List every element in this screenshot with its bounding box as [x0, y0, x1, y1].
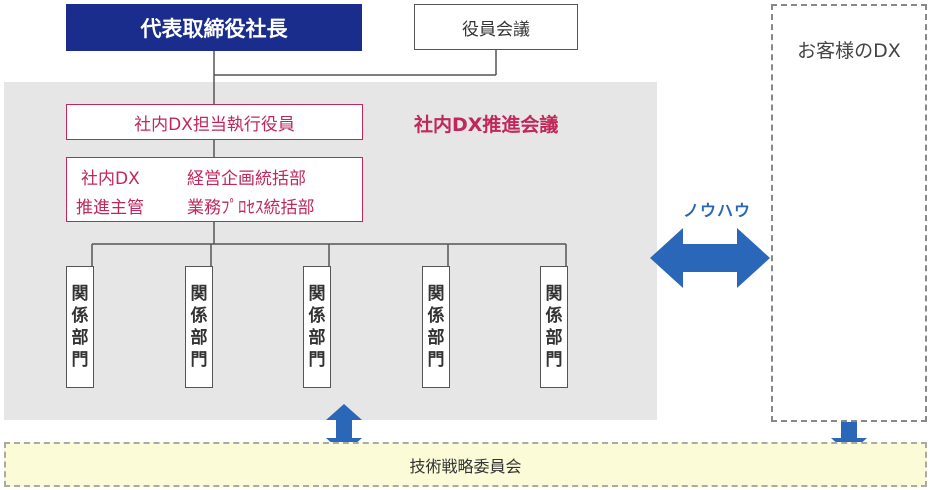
tech-strategy-committee-box: 技術戦略委員会: [4, 442, 927, 487]
dx-council-label: 社内DX推進会議: [414, 114, 559, 136]
department-box: 関係部門: [66, 266, 94, 388]
ceo-box: 代表取締役社長: [66, 4, 362, 51]
group-right-line2: 業務ﾌﾟﾛｾｽ統括部: [187, 198, 315, 218]
group-right-line1: 経営企画統括部: [187, 169, 306, 189]
dx-executive-officer-box: 社内DX担当執行役員: [66, 104, 363, 140]
group-left-line2: 推進主管: [76, 198, 144, 218]
department-box: 関係部門: [303, 266, 331, 388]
dx-promotion-group-box: 社内DX 推進主管 経営企画統括部 業務ﾌﾟﾛｾｽ統括部: [66, 157, 363, 222]
group-left-line1: 社内DX: [81, 169, 140, 189]
department-box: 関係部門: [540, 266, 568, 388]
department-box: 関係部門: [422, 266, 450, 388]
council-tech-arrow: [326, 404, 362, 454]
board-meeting-box: 役員会議: [414, 4, 578, 50]
customer-dx-box: [771, 4, 927, 422]
department-box: 関係部門: [185, 266, 213, 388]
knowhow-arrow: [650, 228, 770, 288]
knowhow-label: ノウハウ: [682, 201, 751, 220]
customer-dx-label: お客様のDX: [797, 40, 901, 62]
